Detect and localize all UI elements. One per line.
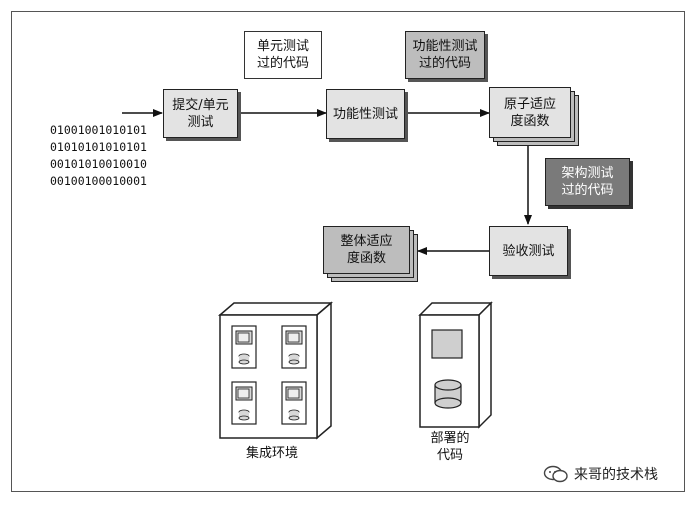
binary-line: 01010101010101 (50, 140, 147, 154)
unit-passed-note: 单元测试 过的代码 (244, 31, 322, 79)
holistic-fitness-box: 整体适应 度函数 (323, 226, 410, 274)
watermark-text: 来哥的技术栈 (574, 467, 658, 483)
binary-input-text: 01001001010101 01010101010101 001010100100… (50, 122, 147, 190)
watermark: 来哥的技术栈 (543, 464, 658, 484)
integration-server-icon (217, 301, 334, 440)
binary-line: 00101010010010 (50, 157, 147, 171)
wechat-icon (543, 465, 568, 483)
deployed-code-caption: 部署的 代码 (430, 431, 470, 463)
binary-line: 00100100010001 (50, 174, 147, 188)
binary-line: 01001001010101 (50, 123, 147, 137)
deployed-server-icon (418, 301, 493, 429)
functional-test-box: 功能性测试 (326, 89, 405, 139)
commit-unit-test-box: 提交/单元 测试 (163, 89, 238, 138)
acceptance-test-box: 验收测试 (489, 226, 568, 276)
integration-env-caption: 集成环境 (245, 446, 298, 461)
figure-frame (11, 11, 685, 492)
atomic-fitness-box: 原子适应 度函数 (489, 87, 571, 138)
functional-passed-note: 功能性测试 过的代码 (405, 31, 485, 79)
arch-passed-note: 架构测试 过的代码 (545, 158, 630, 206)
